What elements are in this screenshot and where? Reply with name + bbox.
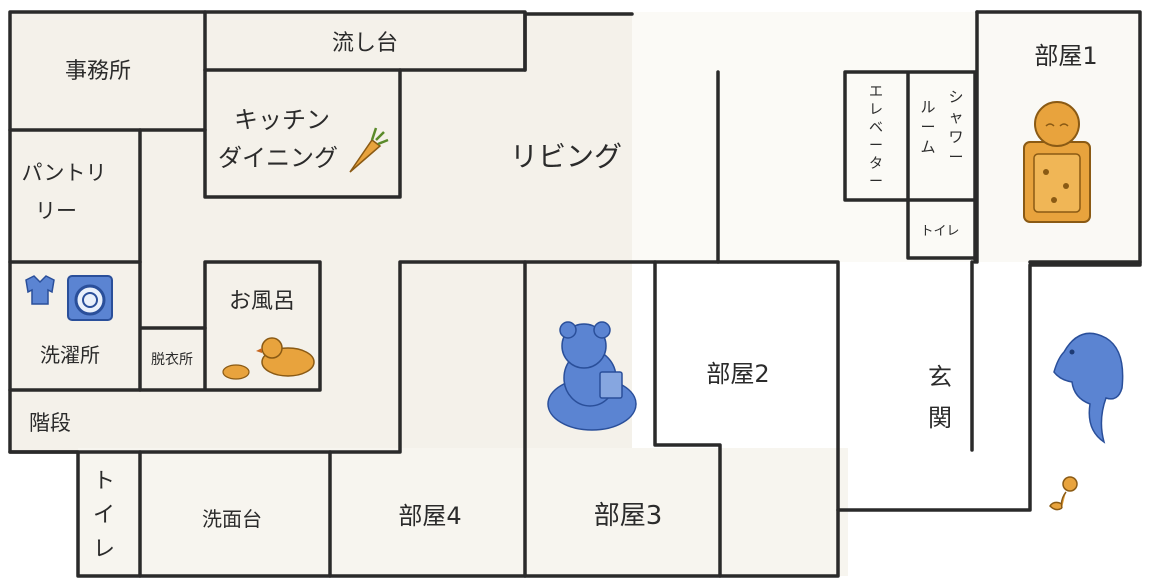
kitchen-label-1: キッチン [234,106,330,134]
kitchen-wall [203,68,402,199]
room3-label: 部屋3 [594,501,663,531]
pantry-label-2: リー [35,199,77,223]
stairs-label: 階段 [29,411,71,435]
kitchen-label-2: ダイニング [218,144,338,172]
elevator-char-3: ベ [869,120,883,136]
dolphin-icon [1053,332,1124,444]
carrot-icon [349,127,389,173]
rubber-duck-icon [222,337,315,380]
living-label: リビング [510,140,622,173]
washing-machine-icon [67,275,113,321]
room4-wall [138,260,527,578]
elevator-label: エ レ ベ ー タ ー [869,84,883,190]
elevator-char-2: レ [869,102,883,118]
shirt-icon [25,275,55,305]
toilet-left-label-3: レ [93,537,115,562]
room-char-1: ル [920,98,935,116]
shower-char-3: ワ [948,128,963,146]
pantry-label-1: パントリ [21,161,106,185]
shower-char-1: シ [948,88,963,106]
shower-room-label: シ ャ ワ ー ル ー ム [920,88,963,166]
room4-label: 部屋4 [398,502,461,530]
dressing-label: 脱衣所 [151,352,193,368]
room-labels: 事務所 流し台 キッチン ダイニング リビング パントリ リー 洗濯所 脱衣所 … [21,31,1097,562]
shower-char-2: ャ [948,108,963,126]
entrance-label-1: 玄 [928,363,952,391]
room2-label: 部屋2 [706,360,769,388]
room1-label: 部屋1 [1034,42,1097,70]
shower-char-4: ー [948,148,963,166]
elevator-wall [843,10,979,264]
walls [8,10,1142,578]
laundry-label: 洗濯所 [40,343,100,367]
bath-wall [138,260,322,392]
toilet-left-label-2: イ [93,503,115,528]
room-char-3: ム [920,138,935,156]
elevator-char-5: タ [869,156,883,172]
entrance-label-2: 関 [928,404,952,432]
bath-label: お風呂 [229,289,295,314]
sink-wall [203,10,527,72]
child-in-bed-icon [1023,101,1091,223]
toilet-left-label-1: ト [93,469,115,494]
flower-icon [1049,476,1078,511]
room2-wall [653,260,722,578]
stairs-wall [8,260,840,512]
toilet-small-label: トイレ [920,224,959,239]
bear-reading-icon [547,321,637,431]
office-label: 事務所 [65,59,131,84]
washbasin-label: 洗面台 [202,507,262,531]
entrance-wall [970,260,1142,452]
room-char-2: ー [920,118,935,136]
elevator-char-1: エ [869,84,883,100]
sink-label: 流し台 [332,31,398,56]
elevator-char-4: ー [869,138,883,154]
elevator-char-6: ー [869,174,883,190]
